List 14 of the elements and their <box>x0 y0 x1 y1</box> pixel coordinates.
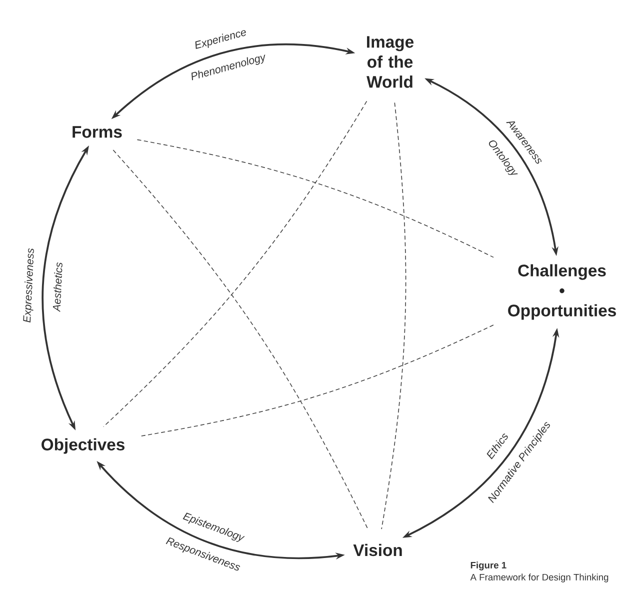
concept-label: Forms <box>72 126 122 138</box>
concept-label: Vision <box>353 544 402 556</box>
concept-label: Challenges • Opportunities <box>508 264 616 320</box>
dotted-line <box>112 150 369 530</box>
figure-number: Figure 1 <box>470 562 506 570</box>
edge-label: Aesthetics <box>53 262 62 312</box>
concept-label: Image of the World <box>366 36 414 88</box>
concept-label: Objectives <box>42 438 124 454</box>
dotted-line <box>103 100 368 428</box>
dotted-line <box>140 324 494 437</box>
arc-label: Expressiveness <box>23 248 34 323</box>
caption: A Framework for Design Thinking <box>470 574 608 582</box>
dotted-line <box>136 139 494 258</box>
dotted-line <box>381 102 406 530</box>
